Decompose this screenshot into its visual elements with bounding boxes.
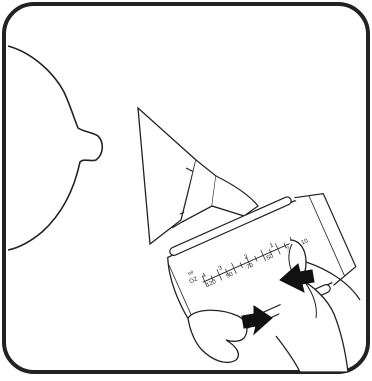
instruction-illustration: OZ ml 4 120 90 70 50 30 10 3 2 1	[0, 0, 372, 376]
